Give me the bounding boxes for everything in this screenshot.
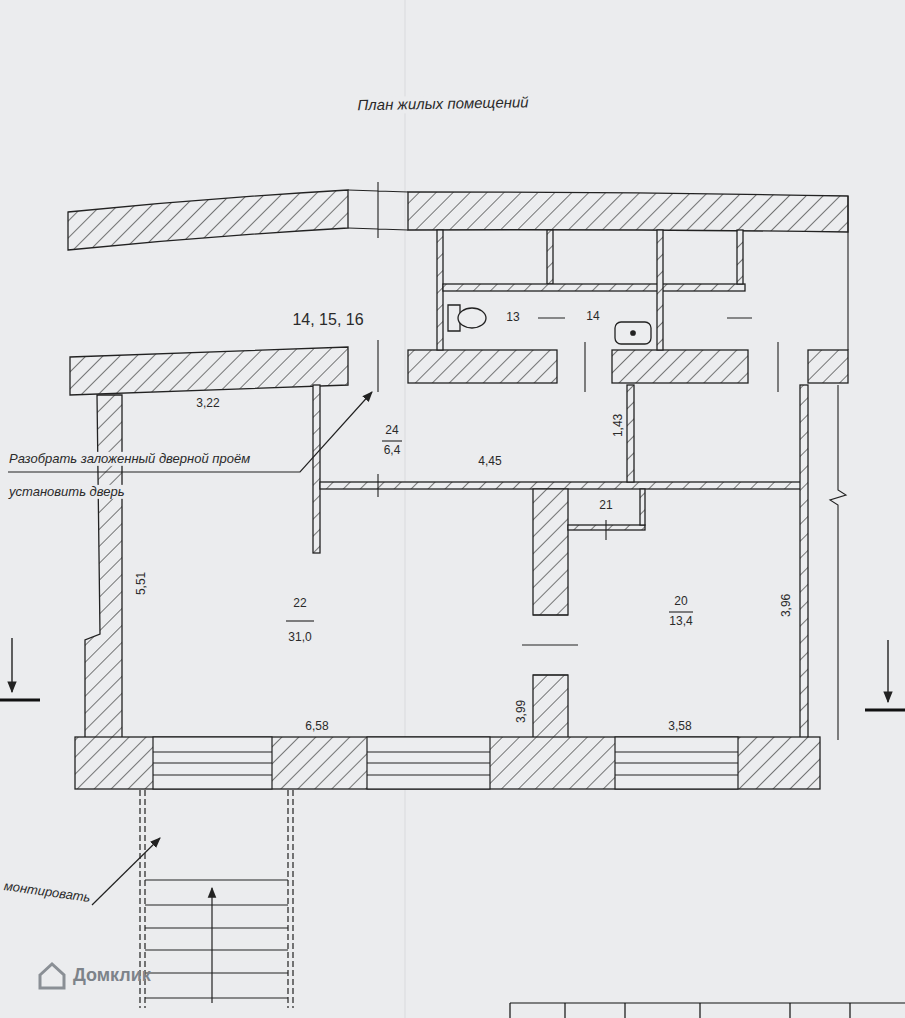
dimension: 3,22 <box>195 397 220 410</box>
stair-arrow <box>211 888 212 1003</box>
wall-line <box>847 196 848 350</box>
sink-drain <box>631 331 635 335</box>
partition <box>737 230 743 284</box>
dimension: 3,96 <box>780 593 793 618</box>
room-number: 20 <box>673 595 688 608</box>
room-number: 22 <box>292 597 307 610</box>
partition <box>627 385 634 482</box>
window-glazing <box>367 752 490 775</box>
room-area: 6,4 <box>383 444 402 457</box>
title-block <box>510 1003 905 1018</box>
window <box>153 737 272 789</box>
inner-wall <box>808 350 848 383</box>
leader-line <box>8 392 372 472</box>
window <box>367 737 490 789</box>
stair-rail <box>140 790 293 1008</box>
outer-wall <box>75 737 820 789</box>
bearing-wall <box>533 675 568 739</box>
sink <box>615 322 651 344</box>
dimension: 3,99 <box>515 699 528 724</box>
paper-fold <box>405 0 406 1018</box>
dimension: 4,45 <box>477 455 502 468</box>
partition <box>437 230 443 350</box>
watermark-icon <box>40 964 64 988</box>
door-opening <box>533 615 568 675</box>
window-glazing <box>615 752 738 775</box>
stair-tread <box>145 880 288 998</box>
room-number: 24 <box>384 424 399 437</box>
partition <box>657 230 663 350</box>
section-arrow <box>887 640 888 702</box>
room-number: 14, 15, 16 <box>291 311 364 329</box>
section-mark <box>0 699 40 702</box>
outer-wall <box>408 192 848 232</box>
dimension: 6,58 <box>304 720 329 733</box>
room-number: 13 <box>505 311 520 324</box>
inner-wall <box>612 350 748 383</box>
note: монтировать <box>2 879 92 906</box>
fraction-line <box>669 611 693 612</box>
toilet-bowl <box>458 308 486 328</box>
outer-wall <box>800 385 808 740</box>
leader-line <box>92 838 160 905</box>
outer-wall <box>68 190 348 250</box>
fraction-line <box>382 440 402 441</box>
dimension: 5,51 <box>135 571 148 596</box>
partition <box>640 489 645 525</box>
watermark: Домклик <box>72 966 152 986</box>
room-number: 21 <box>598 499 613 512</box>
section-arrow <box>11 638 12 692</box>
room-area: 31,0 <box>287 631 312 644</box>
dimension: 3,58 <box>667 720 692 733</box>
plan-title: План жилых помещений <box>356 94 529 114</box>
note: Разобрать заложенный дверной проём <box>8 452 251 466</box>
bearing-wall <box>533 489 568 615</box>
inner-wall <box>70 347 348 395</box>
inner-wall <box>408 350 557 383</box>
window <box>348 182 408 238</box>
section-mark <box>865 709 905 712</box>
note: установить дверь <box>8 485 126 499</box>
fraction-line <box>286 620 314 621</box>
partition <box>320 482 805 489</box>
door-mark <box>378 318 752 645</box>
break-line <box>830 385 846 740</box>
outer-wall <box>85 395 122 740</box>
door-mark <box>378 340 778 392</box>
window <box>615 737 738 789</box>
partition <box>313 385 320 553</box>
partition <box>547 230 553 284</box>
room-number: 14 <box>585 310 600 323</box>
room-area: 13,4 <box>668 615 693 628</box>
partition <box>443 284 745 291</box>
window-glazing <box>153 752 272 775</box>
dimension: 1,43 <box>612 413 625 438</box>
